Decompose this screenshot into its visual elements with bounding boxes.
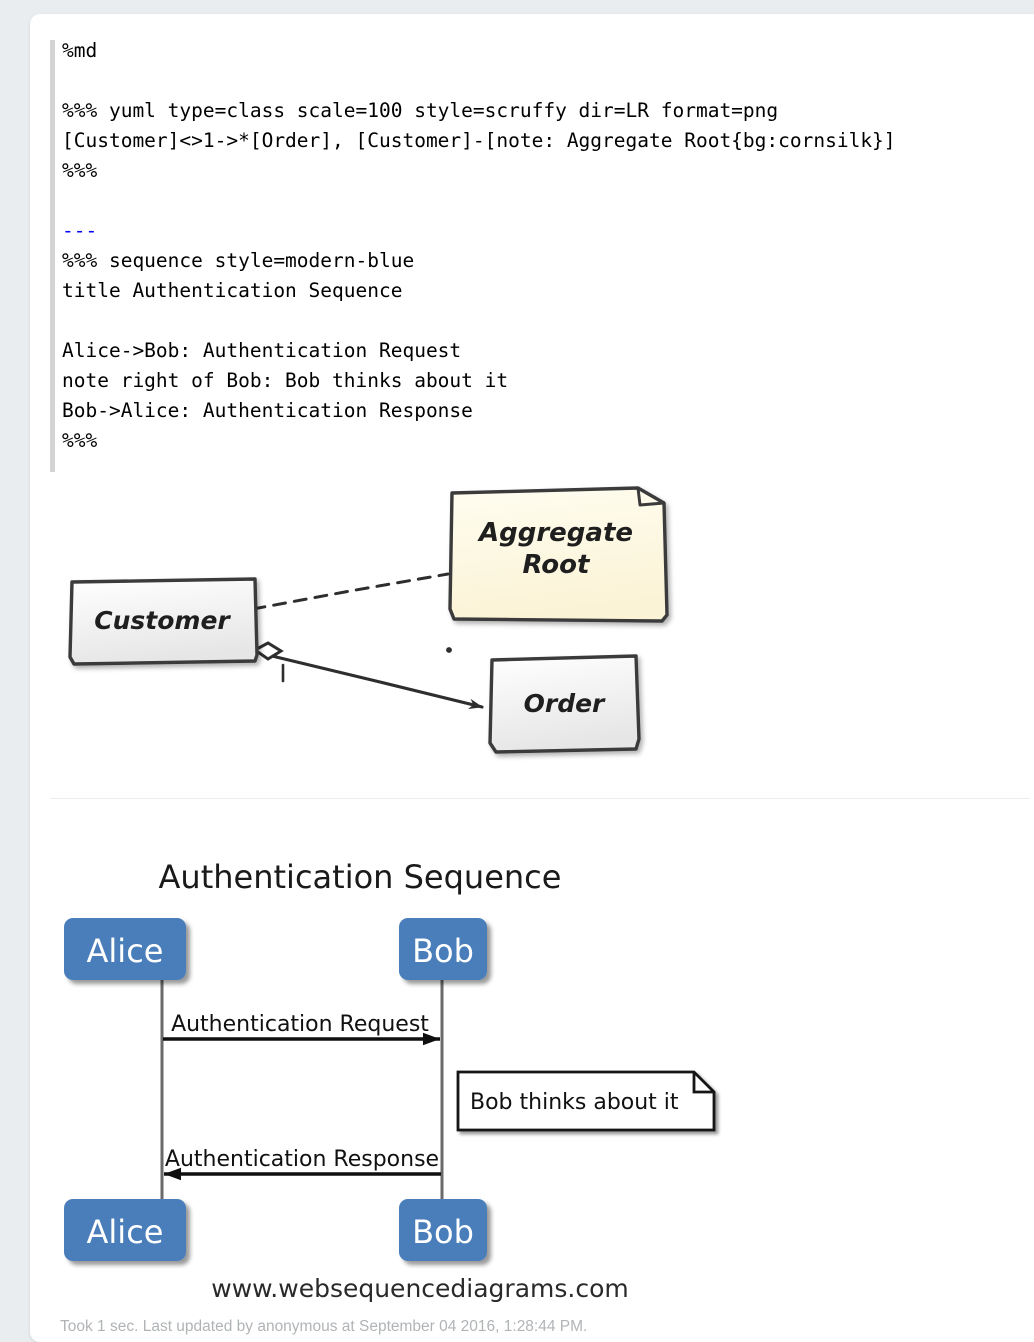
class-box-customer-label: Customer [94,606,231,635]
code-line-10 [62,306,1022,336]
aggregation-line [270,654,484,709]
actor-label-bob-bottom: Bob [412,1213,474,1251]
multiplicity-many-mark [446,647,452,653]
code-line-3: %%% yuml type=class scale=100 style=scru… [62,99,779,122]
class-diagram-svg: Customer Aggregate Root Order [68,486,669,754]
class-diagram: Customer Aggregate Root Order [50,469,730,789]
class-note-line2: Root [523,550,591,580]
code-line-13: Bob->Alice: Authentication Response [62,399,473,422]
sequence-diagram-svg: Authentication Sequence Authentication R… [64,858,716,1303]
code-line-1: %md [62,40,98,62]
actor-label-bob-top: Bob [412,932,474,970]
code-line-7: --- [62,219,98,242]
code-line-6 [62,186,1022,216]
class-box-order [488,654,641,754]
sequence-watermark: www.websequencediagrams.com [211,1274,628,1303]
code-line-4: [Customer]<>1->*[Order], [Customer]-[not… [62,129,896,152]
actor-box-alice-bottom [64,1199,186,1261]
aggregation-diamond [252,641,284,661]
code-editor[interactable]: %md %%% yuml type=class scale=100 style=… [50,40,1030,472]
paragraph-card: %md %%% yuml type=class scale=100 style=… [30,14,1034,1342]
message-label-2: Authentication Response [165,1147,439,1172]
actor-box-bob-top [399,918,487,980]
message-label-1: Authentication Request [171,1012,429,1037]
code-line-2 [62,66,1022,96]
class-box-customer [68,577,259,666]
class-box-order-label: Order [524,689,606,718]
sequence-note-text: Bob thinks about it [470,1090,679,1115]
actor-box-alice-top [64,918,186,980]
code-line-8: %%% sequence style=modern-blue [62,249,415,272]
class-note-aggregate-root [448,486,669,623]
class-note-line1: Aggregate [477,518,633,548]
code-text[interactable]: %md %%% yuml type=class scale=100 style=… [62,40,1022,456]
sequence-note-bob [456,1070,716,1132]
code-line-14: %%% [62,429,98,452]
code-line-9: title Authentication Sequence [62,279,403,302]
sequence-title: Authentication Sequence [159,858,562,896]
sequence-diagram: Authentication Sequence Authentication R… [50,814,730,1314]
actor-box-bob-bottom [399,1199,487,1261]
note-link-dashed [251,572,450,611]
code-line-11: Alice->Bob: Authentication Request [62,339,462,362]
actor-label-alice-top: Alice [87,932,164,970]
code-line-12: note right of Bob: Bob thinks about it [62,369,509,392]
code-line-5: %%% [62,159,98,182]
paragraph-status: Took 1 sec. Last updated by anonymous at… [60,1318,588,1335]
editor-gutter [50,40,55,472]
paragraph-divider [50,798,1030,799]
actor-label-alice-bottom: Alice [87,1213,164,1251]
